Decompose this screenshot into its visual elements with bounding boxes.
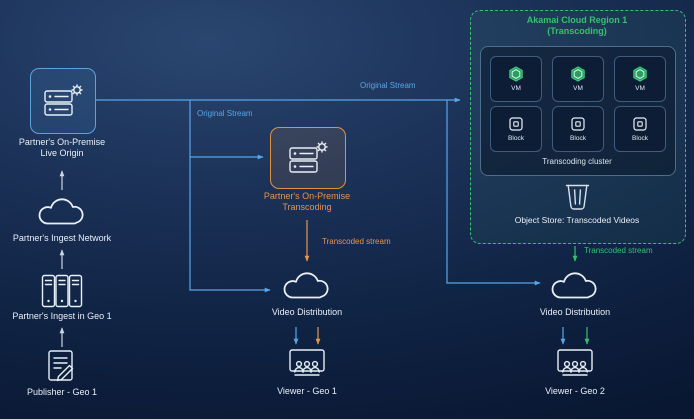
cloud-icon <box>551 272 597 299</box>
vm-tile: VM <box>552 56 604 102</box>
node-onprem-transcoding <box>270 127 346 189</box>
vm-hexagon-icon <box>571 66 585 82</box>
vm-hexagon-icon <box>509 66 523 82</box>
block-tile-label: Block <box>570 135 586 142</box>
edge-original-stream-to-distribution-right <box>446 100 541 286</box>
ingest-geo1-label: Partner's Ingest in Geo 1 <box>12 311 112 321</box>
vm-tile-label: VM <box>635 85 645 92</box>
block-tile-label: Block <box>508 135 524 142</box>
object-store-label: Object Store: Transcoded Videos <box>514 215 640 225</box>
server-gear-icon <box>44 84 83 116</box>
vm-tile-label: VM <box>511 85 521 92</box>
ingest-network-label: Partner's Ingest Network <box>12 233 112 243</box>
vm-tile: VM <box>614 56 666 102</box>
viewer-geo1-label: Viewer - Geo 1 <box>277 386 337 396</box>
video-distribution-right-label: Video Distribution <box>539 307 611 317</box>
viewer-geo2-label: Viewer - Geo 2 <box>545 386 605 396</box>
transcoding-cluster-label: Transcoding cluster <box>542 157 612 166</box>
block-tile: Block <box>552 106 604 152</box>
vm-tile: VM <box>490 56 542 102</box>
server-rack-icon <box>41 274 83 308</box>
transcoded-stream-cloud-label: Transcoded stream <box>584 246 653 255</box>
block-tile: Block <box>614 106 666 152</box>
viewer-screen-icon <box>557 349 593 376</box>
original-stream-branch-label: Original Stream <box>197 109 253 118</box>
object-store-bucket-icon <box>565 184 590 210</box>
transcoded-stream-onprem-label: Transcoded stream <box>322 237 391 246</box>
block-tile: Block <box>490 106 542 152</box>
viewer-screen-icon <box>289 349 325 376</box>
original-stream-top-label: Original Stream <box>360 81 416 90</box>
edge-original-stream-to-distribution-left <box>189 100 271 293</box>
block-storage-icon <box>571 117 585 131</box>
cloud-icon <box>38 198 84 225</box>
video-distribution-left-label: Video Distribution <box>271 307 343 317</box>
vm-hexagon-icon <box>633 66 647 82</box>
publisher-geo1-label: Publisher - Geo 1 <box>26 387 98 397</box>
akamai-region-title: Akamai Cloud Region 1 (Transcoding) <box>526 15 628 36</box>
onprem-transcoding-label: Partner's On-Premise Transcoding <box>263 191 351 212</box>
block-tile-label: Block <box>632 135 648 142</box>
block-storage-icon <box>509 117 523 131</box>
live-origin-label: Partner's On-Premise Live Origin <box>18 137 106 158</box>
block-storage-icon <box>633 117 647 131</box>
server-gear-icon <box>289 141 328 173</box>
cloud-icon <box>283 272 329 299</box>
publisher-document-icon <box>48 350 74 382</box>
vm-tile-label: VM <box>573 85 583 92</box>
node-live-origin <box>30 68 96 134</box>
